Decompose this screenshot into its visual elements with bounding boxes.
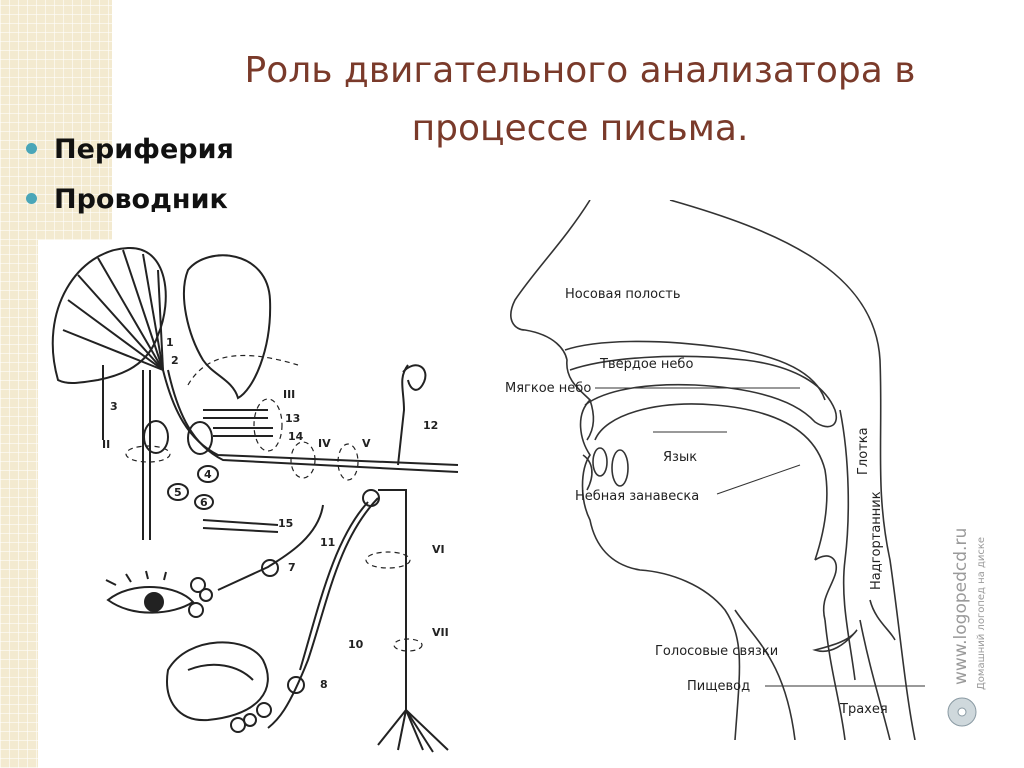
watermark-site: www.logopedcd.ru (951, 528, 971, 685)
label-10: 10 (348, 638, 364, 651)
label-hard-palate: Твердое небо (599, 357, 693, 372)
label-soft-palate: Мягкое небо (505, 381, 591, 396)
label-velum: Небная занавеска (575, 489, 699, 504)
face-profile (510, 200, 741, 740)
decorative-left-strip-lower (0, 240, 38, 768)
label-V: V (362, 437, 371, 450)
label-II: II (102, 438, 110, 451)
label-VII: VII (432, 626, 449, 639)
label-IV: IV (318, 437, 331, 450)
label-14: 14 (288, 430, 304, 443)
eye-pupil (144, 592, 164, 612)
nerve-pathway-diagram: 1 2 3 II III 13 14 IV V 12 4 5 6 15 11 7… (38, 240, 478, 755)
label-nasal-cavity: Носовая полость (565, 287, 681, 302)
tongue (594, 403, 828, 561)
label-1: 1 (166, 336, 174, 349)
right-hemisphere-outline (182, 254, 272, 400)
label-epiglottis: Надгортанник (869, 491, 884, 590)
label-4: 4 (204, 468, 212, 481)
label-12: 12 (423, 419, 438, 432)
slide-title: Роль двигательного анализатора в процесс… (244, 50, 916, 149)
eye-outline (106, 586, 195, 614)
watermark-tagline: Домашний логопед на диске (976, 537, 987, 690)
bullet-list: Периферия Проводник (20, 128, 234, 228)
label-8: 8 (320, 678, 328, 691)
bullet-conductor: Проводник (20, 178, 234, 228)
label-2: 2 (171, 354, 179, 367)
label-7: 7 (288, 561, 296, 574)
label-tongue: Язык (663, 450, 697, 465)
label-III: III (283, 388, 295, 401)
label-pharynx: Глотка (856, 427, 871, 475)
label-vocal-cords: Голосовые связки (655, 644, 778, 659)
left-hemisphere-outline (51, 246, 167, 384)
site-watermark: www.logopedcd.ru Домашний логопед на дис… (947, 528, 987, 727)
label-trachea: Трахея (839, 702, 888, 717)
bullet-periphery: Периферия (20, 128, 234, 178)
label-esophagus: Пищевод (687, 679, 750, 694)
label-3: 3 (110, 400, 118, 413)
decorative-left-strip (0, 0, 112, 240)
label-VI: VI (432, 543, 445, 556)
head-section-diagram: Носовая полость Твердое небо Мягкое небо… (505, 200, 925, 740)
label-13: 13 (285, 412, 300, 425)
hard-palate (569, 355, 837, 428)
tongue-outline (166, 641, 269, 722)
label-15: 15 (278, 517, 293, 530)
label-5: 5 (174, 486, 182, 499)
label-6: 6 (200, 496, 208, 509)
label-11: 11 (320, 536, 335, 549)
